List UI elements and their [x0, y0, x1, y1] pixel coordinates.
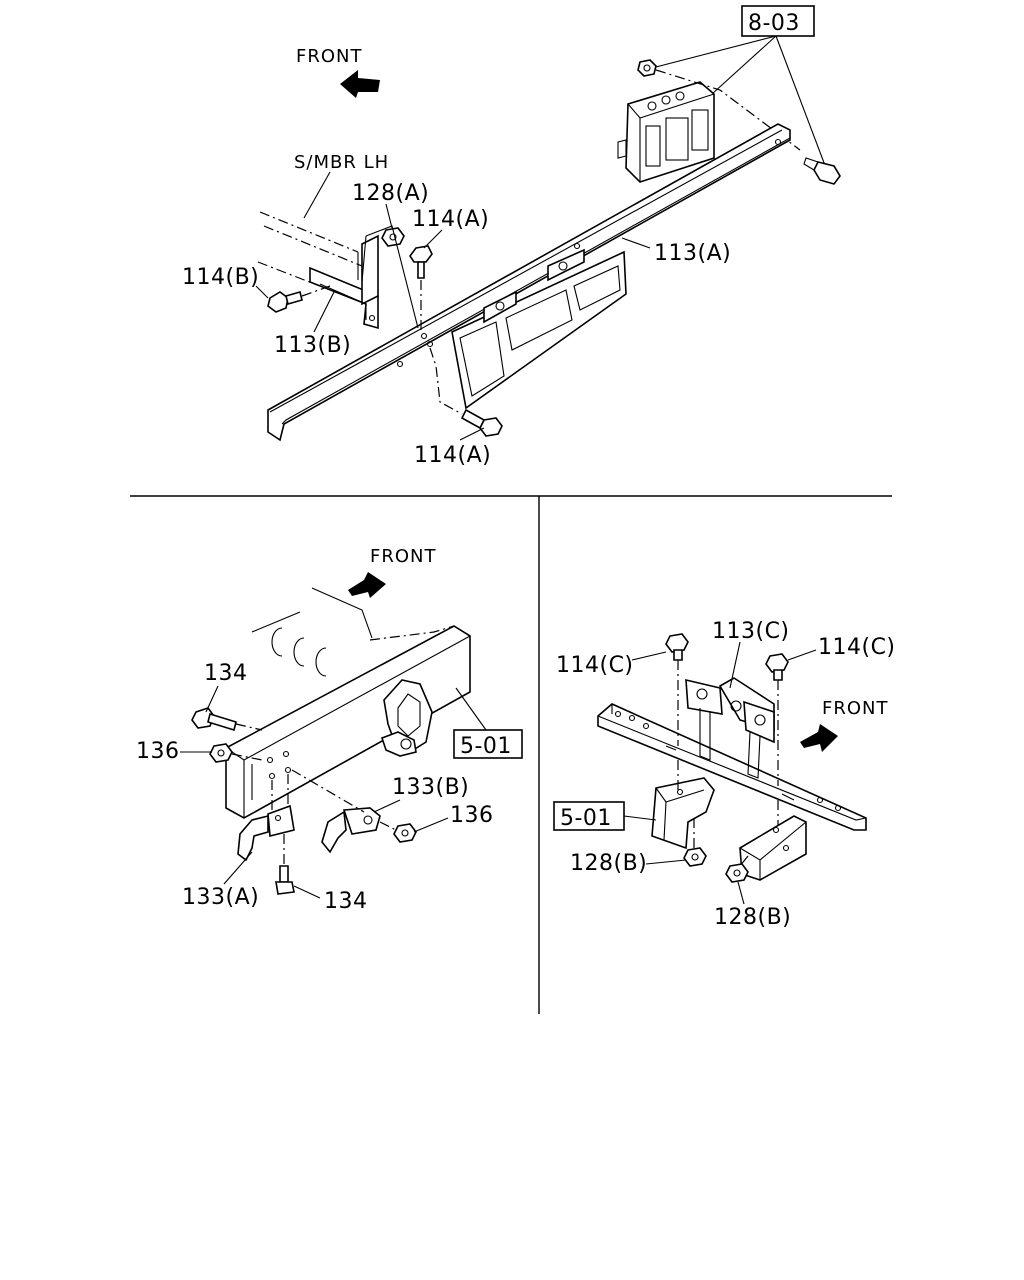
bolt-114a-top — [409, 245, 433, 279]
lower-bracket-left — [651, 777, 715, 850]
front-arrow-icon-right — [800, 724, 838, 752]
dash-114a-bottom — [429, 347, 463, 415]
nut-136-left — [209, 743, 233, 763]
leader-113b — [313, 291, 335, 333]
callout-113b: 113(B) — [274, 333, 351, 358]
callout-133b: 133(B) — [392, 775, 469, 800]
cross-member-113a — [267, 123, 791, 442]
tow-hook-133a — [237, 804, 295, 862]
front-arrow-icon-left — [348, 572, 386, 598]
bolt-114b — [267, 291, 303, 313]
bracket-113c — [685, 677, 775, 779]
leader-8-03-c — [775, 35, 827, 169]
lower-bracket-right — [739, 815, 807, 881]
bolt-134-top — [191, 707, 237, 732]
dash-114b — [301, 285, 331, 297]
callout-136-left: 136 — [136, 739, 180, 764]
leader-114c-right — [787, 649, 817, 661]
leader-smbr — [303, 171, 331, 219]
leader-134-top — [205, 685, 219, 713]
dash-133b — [291, 769, 365, 813]
callout-134-top: 134 — [204, 661, 248, 686]
ref-box-5-01-right-text: 5-01 — [560, 806, 612, 831]
leader-128a-down — [361, 235, 367, 283]
nut-128a — [381, 227, 405, 247]
callout-128a: 128(A) — [352, 181, 429, 206]
rail-hole-b — [268, 772, 276, 780]
callout-114a-top: 114(A) — [412, 207, 489, 232]
leader-134-bottom — [293, 885, 321, 899]
leader-128b-left — [645, 859, 687, 865]
rail-hole-d — [284, 766, 292, 774]
dash-136-left — [231, 753, 263, 761]
leader-113a — [621, 237, 651, 249]
leader-114c-left — [631, 651, 667, 661]
callout-114c-right: 114(C) — [818, 635, 896, 660]
leader-136-right — [413, 817, 449, 833]
right-view: FRONT — [553, 619, 896, 930]
dash-128b-right — [739, 855, 749, 867]
top-view: FRONT 8-03 — [182, 5, 841, 468]
rail-right — [597, 703, 867, 831]
ref-box-8-03-text: 8-03 — [748, 11, 800, 36]
callout-133a: 133(A) — [182, 885, 259, 910]
dash-134-top — [235, 723, 263, 731]
left-view: FRONT 5-01 — [136, 546, 523, 914]
rail-hole-a — [266, 756, 274, 764]
rail-hole-c — [282, 750, 290, 758]
ref-box-8-03[interactable] — [741, 5, 815, 37]
front-arrow-icon-top — [340, 70, 380, 98]
control-unit — [617, 81, 715, 183]
leader-5-01-left — [455, 687, 487, 731]
front-label-top: FRONT — [296, 46, 363, 67]
leader-133a — [223, 851, 253, 885]
bracket-113b — [309, 234, 379, 330]
ref-box-5-01-right[interactable] — [553, 801, 625, 831]
callout-114b: 114(B) — [182, 265, 259, 290]
nut-128b-right — [725, 863, 749, 883]
ref-box-5-01-left[interactable] — [453, 729, 523, 759]
callout-114a-bottom: 114(A) — [414, 443, 491, 468]
bolt-134-bottom — [275, 865, 295, 895]
leader-113c — [729, 641, 741, 689]
leader-114b — [255, 285, 269, 299]
callout-134-bottom: 134 — [324, 889, 368, 914]
front-label-right: FRONT — [822, 698, 889, 719]
leader-133b — [373, 799, 401, 813]
dash-8-03 — [655, 69, 801, 151]
engine-outline — [251, 587, 455, 677]
ref-box-5-01-left-text: 5-01 — [460, 734, 512, 759]
leader-128b-right — [737, 881, 745, 905]
heat-shield-plate — [451, 248, 627, 410]
bolt-114c-right — [765, 653, 789, 681]
dash-136-right — [379, 821, 397, 831]
callout-113a: 113(A) — [654, 241, 731, 266]
smbr-lh-label: S/MBR LH — [294, 152, 389, 173]
front-label-left: FRONT — [370, 546, 437, 567]
callout-114c-left: 114(C) — [556, 653, 634, 678]
nut-136-right — [393, 823, 417, 843]
leader-114a-top — [423, 229, 443, 249]
bolt-8-03 — [803, 157, 841, 185]
tow-hook-mount — [380, 679, 433, 757]
callout-113c: 113(C) — [712, 619, 790, 644]
callout-128b-right: 128(B) — [714, 905, 791, 930]
leader-5-01-right — [623, 815, 657, 821]
callout-136-right: 136 — [450, 803, 494, 828]
leader-128a — [385, 203, 393, 229]
bolt-114c-left — [665, 633, 689, 661]
nut-8-03-a — [637, 59, 657, 77]
leader-8-03-a — [651, 35, 777, 69]
leader-8-03-b — [711, 35, 777, 95]
bolt-114a-bottom — [460, 408, 503, 437]
leader-114a-bottom — [459, 427, 485, 441]
nut-128b-left — [683, 847, 707, 867]
tow-hook-133b — [321, 807, 381, 854]
callout-128b-left: 128(B) — [570, 851, 647, 876]
